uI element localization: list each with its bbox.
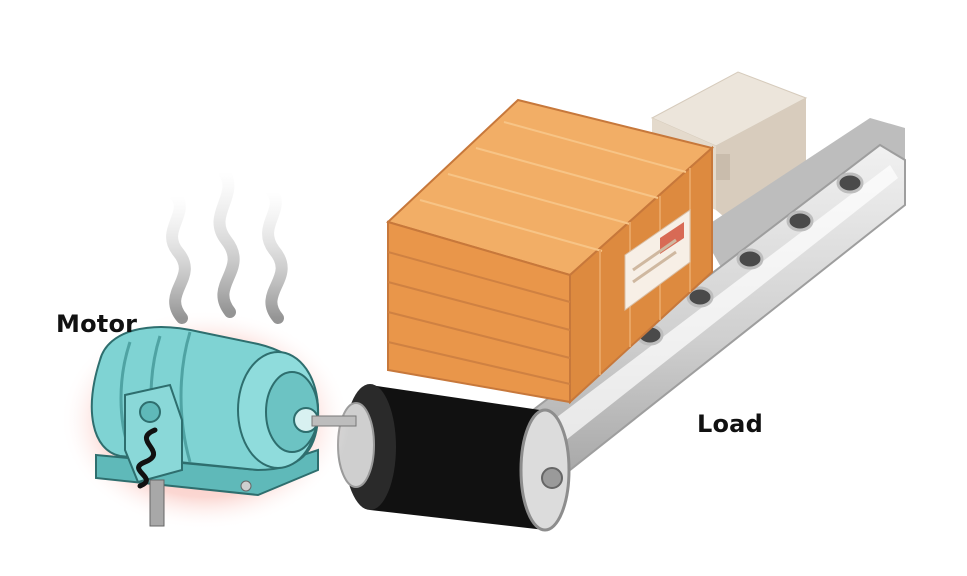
heat-steam-icon bbox=[166, 166, 288, 324]
motor-label: Motor bbox=[56, 310, 138, 338]
load-label: Load bbox=[697, 410, 763, 438]
conveyor-belt bbox=[337, 384, 571, 532]
crate-load bbox=[386, 98, 715, 405]
electric-motor-icon bbox=[90, 326, 357, 527]
